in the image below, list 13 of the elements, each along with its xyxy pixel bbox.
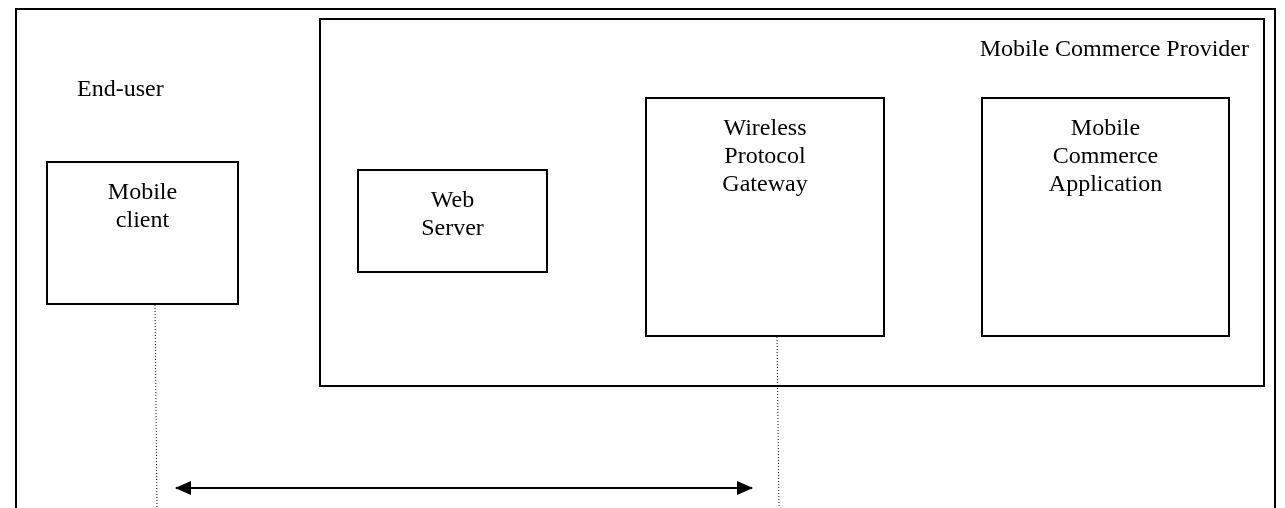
group-title: Mobile Commerce Provider	[979, 34, 1249, 62]
component-box	[645, 97, 885, 337]
lifeline	[776, 336, 780, 508]
box-label: Wireless Protocol Gateway	[721, 113, 809, 197]
box-label: Mobile Commerce Application	[1047, 113, 1164, 197]
component-box	[357, 169, 548, 273]
box-label: Web Server	[420, 185, 485, 241]
box-label: Mobile client	[106, 177, 179, 233]
group-box	[319, 18, 1265, 387]
component-box	[981, 97, 1230, 337]
component-box	[46, 161, 239, 305]
lifeline	[154, 304, 158, 508]
actor-label: End-user	[77, 74, 164, 102]
